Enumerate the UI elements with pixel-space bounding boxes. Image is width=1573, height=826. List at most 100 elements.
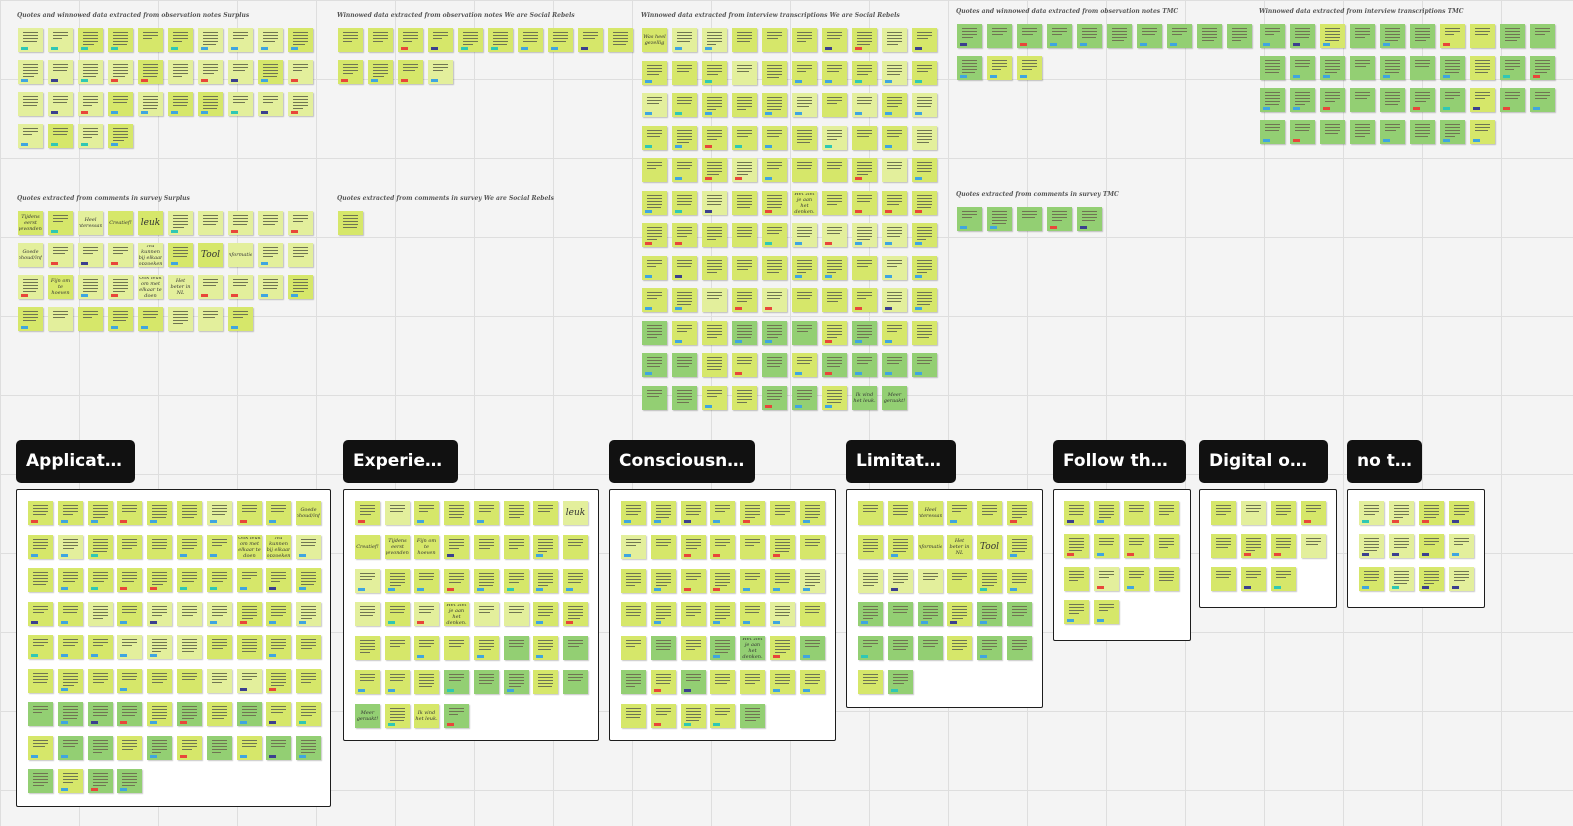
sticky-note[interactable] [444, 704, 469, 728]
sticky-note[interactable] [258, 92, 283, 116]
sticky-note[interactable] [177, 568, 202, 592]
sticky-note[interactable] [504, 670, 529, 694]
sticky-note[interactable] [28, 602, 53, 626]
sticky-note[interactable] [147, 702, 172, 726]
sticky-note[interactable]: Tool [977, 535, 1002, 559]
sticky-note[interactable] [822, 321, 847, 345]
sticky-note[interactable] [1410, 88, 1435, 112]
sticky-note[interactable] [368, 28, 393, 52]
sticky-note[interactable] [296, 635, 321, 659]
sticky-note[interactable] [1419, 534, 1444, 558]
sticky-note[interactable] [852, 191, 877, 215]
sticky-note[interactable] [882, 288, 907, 312]
sticky-note[interactable] [177, 635, 202, 659]
sticky-note[interactable] [48, 211, 73, 235]
sticky-note[interactable]: Het ziet je aan het denken. [792, 191, 817, 215]
sticky-note[interactable] [296, 702, 321, 726]
sticky-note[interactable] [258, 60, 283, 84]
sticky-note[interactable] [78, 124, 103, 148]
sticky-note[interactable] [858, 501, 883, 525]
sticky-note[interactable] [28, 535, 53, 559]
sticky-note[interactable] [58, 669, 83, 693]
sticky-note[interactable] [1007, 636, 1032, 660]
sticky-note[interactable] [792, 386, 817, 410]
sticky-note[interactable] [58, 602, 83, 626]
sticky-note[interactable] [177, 736, 202, 760]
sticky-note[interactable] [78, 243, 103, 267]
sticky-note[interactable] [198, 60, 223, 84]
sticky-note[interactable] [266, 635, 291, 659]
sticky-note[interactable] [168, 307, 193, 331]
sticky-note[interactable] [888, 501, 913, 525]
sticky-note[interactable] [266, 568, 291, 592]
sticky-note[interactable] [1094, 501, 1119, 525]
sticky-note[interactable] [882, 191, 907, 215]
sticky-note[interactable] [1440, 24, 1465, 48]
sticky-note[interactable] [642, 126, 667, 150]
sticky-note[interactable] [987, 207, 1012, 231]
sticky-note[interactable] [198, 28, 223, 52]
sticky-note[interactable] [852, 288, 877, 312]
cluster-label-no-tag[interactable]: no tag [1347, 440, 1422, 483]
sticky-note[interactable]: Nu kunnen bij elkaar opzoeken [138, 243, 163, 267]
sticky-note[interactable] [474, 670, 499, 694]
sticky-note[interactable]: Ik vind het leuk. [852, 386, 877, 410]
sticky-note[interactable] [852, 28, 877, 52]
sticky-note[interactable] [147, 535, 172, 559]
sticky-note[interactable] [58, 769, 83, 793]
sticky-note[interactable] [732, 223, 757, 247]
sticky-note[interactable] [266, 736, 291, 760]
sticky-note[interactable] [504, 636, 529, 660]
sticky-note[interactable] [1271, 567, 1296, 591]
sticky-note[interactable] [651, 704, 676, 728]
sticky-note[interactable] [28, 669, 53, 693]
sticky-note[interactable] [355, 602, 380, 626]
sticky-note[interactable] [117, 501, 142, 525]
sticky-note[interactable] [88, 602, 113, 626]
sticky-note[interactable] [338, 28, 363, 52]
sticky-note[interactable] [1290, 120, 1315, 144]
sticky-note[interactable] [117, 736, 142, 760]
cluster-label-application[interactable]: Application [16, 440, 135, 483]
sticky-note[interactable] [533, 569, 558, 593]
sticky-note[interactable] [18, 275, 43, 299]
sticky-note[interactable] [88, 736, 113, 760]
sticky-note[interactable] [732, 386, 757, 410]
sticky-note[interactable] [385, 636, 410, 660]
sticky-note[interactable] [702, 93, 727, 117]
sticky-note[interactable] [710, 704, 735, 728]
sticky-note[interactable] [740, 704, 765, 728]
sticky-note[interactable] [1320, 120, 1345, 144]
sticky-note[interactable] [414, 501, 439, 525]
sticky-note[interactable] [177, 702, 202, 726]
sticky-note[interactable] [672, 126, 697, 150]
sticky-note[interactable] [912, 321, 937, 345]
sticky-note[interactable] [18, 28, 43, 52]
sticky-note[interactable] [852, 223, 877, 247]
sticky-note[interactable]: Tijdens eerst gevonden! [385, 535, 410, 559]
sticky-note[interactable] [1350, 120, 1375, 144]
cluster-label-limitation[interactable]: Limitation [846, 440, 956, 483]
sticky-note[interactable] [428, 28, 453, 52]
sticky-note[interactable] [414, 636, 439, 660]
sticky-note[interactable] [762, 321, 787, 345]
sticky-note[interactable] [672, 191, 697, 215]
sticky-note[interactable] [1260, 88, 1285, 112]
sticky-note[interactable] [338, 211, 363, 235]
sticky-note[interactable] [108, 275, 133, 299]
sticky-note[interactable] [710, 535, 735, 559]
sticky-note[interactable] [1124, 501, 1149, 525]
sticky-note[interactable] [563, 636, 588, 660]
sticky-note[interactable] [533, 636, 558, 660]
sticky-note[interactable] [762, 93, 787, 117]
sticky-note[interactable] [762, 158, 787, 182]
sticky-note[interactable] [533, 535, 558, 559]
sticky-note[interactable] [1500, 56, 1525, 80]
sticky-note[interactable] [621, 501, 646, 525]
sticky-note[interactable] [237, 702, 262, 726]
sticky-note[interactable] [1260, 24, 1285, 48]
sticky-note[interactable] [1107, 24, 1132, 48]
sticky-note[interactable] [474, 501, 499, 525]
sticky-note[interactable] [398, 60, 423, 84]
sticky-note[interactable] [977, 569, 1002, 593]
